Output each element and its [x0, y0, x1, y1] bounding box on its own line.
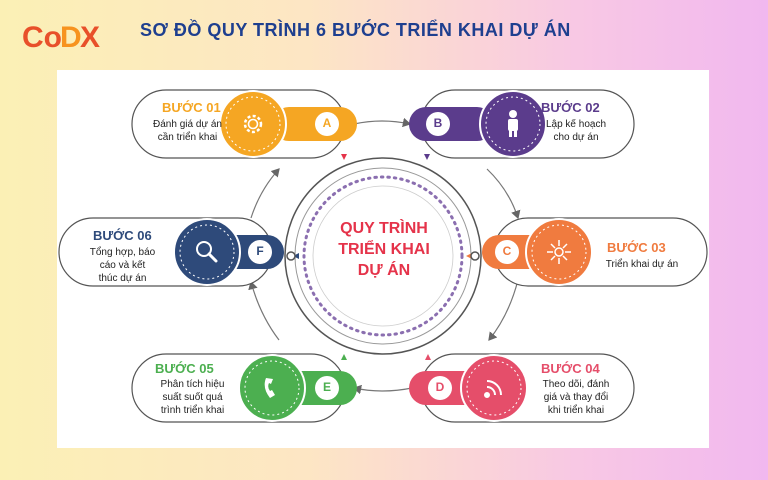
step-c[interactable] [482, 217, 708, 287]
process-diagram [58, 89, 708, 423]
arrow-f-a [250, 168, 280, 219]
step-f-letter: F [256, 244, 264, 258]
search-icon [196, 241, 218, 263]
sunburst-icon [547, 240, 571, 264]
step-c-letter: C [502, 244, 512, 258]
step-f[interactable] [58, 217, 284, 287]
svg-text:D: D [60, 21, 82, 54]
step-e-letter: E [322, 380, 331, 394]
step-3-desc: Triển khai dự án [605, 259, 679, 270]
step-b[interactable] [409, 89, 635, 159]
center-title: QUY TRÌNH TRIỂN KHAI DỰ ÁN [338, 220, 430, 279]
step-e[interactable] [131, 353, 357, 423]
step-1-title: BƯỚC 01 [162, 100, 221, 115]
arrow-e-f [248, 280, 280, 341]
step-5-title: BƯỚC 05 [155, 361, 214, 376]
step-6-title: BƯỚC 06 [93, 228, 152, 243]
page-title: SƠ ĐỒ QUY TRÌNH 6 BƯỚC TRIỂN KHAI DỰ ÁN [140, 20, 571, 40]
rss-icon [484, 380, 502, 398]
ring-nodes [286, 251, 480, 261]
svg-text:Co: Co [22, 21, 62, 54]
step-b-letter: B [433, 116, 443, 130]
arrow-b-c [486, 168, 521, 220]
codx-logo: Co D X [22, 21, 100, 54]
step-a[interactable] [131, 89, 357, 159]
step-d[interactable] [409, 353, 635, 423]
phone-icon [264, 378, 275, 398]
svg-text:X: X [80, 21, 100, 54]
arrow-a-b [353, 117, 412, 128]
person-icon [508, 110, 518, 137]
gear-icon [243, 114, 263, 134]
step-d-letter: D [435, 380, 445, 394]
step-a-letter: A [322, 116, 332, 130]
step-4-title: BƯỚC 04 [541, 361, 600, 376]
arrow-c-d [488, 279, 519, 341]
step-3-title: BƯỚC 03 [607, 240, 666, 255]
step-2-title: BƯỚC 02 [541, 100, 600, 115]
arrow-d-e [352, 384, 413, 395]
flow-arrows [248, 117, 521, 395]
